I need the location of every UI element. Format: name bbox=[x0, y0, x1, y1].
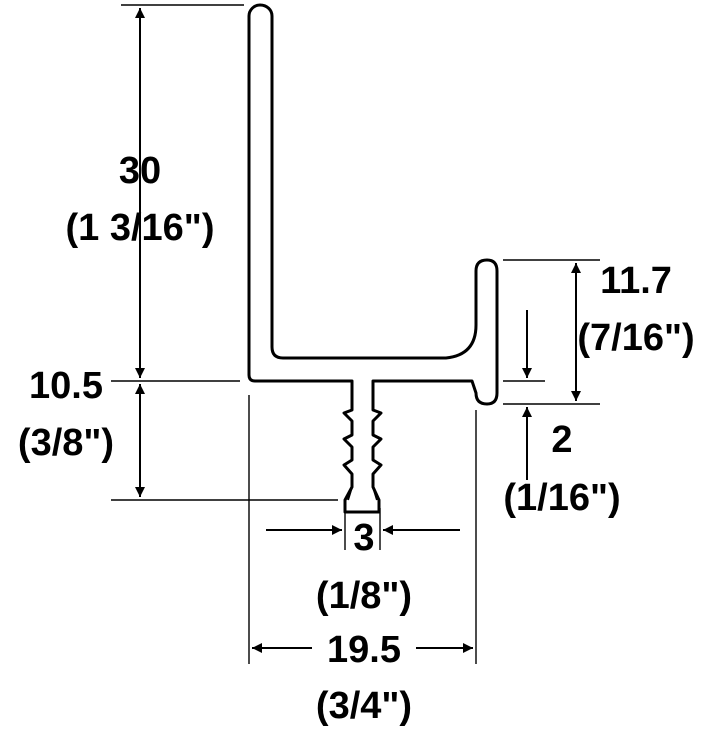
dim-lip-thickness-value: 2 bbox=[551, 419, 572, 461]
dim-height-total-value: 30 bbox=[119, 150, 161, 192]
dim-tongue-width-inch: (1/8") bbox=[316, 575, 412, 617]
dim-width-total-inch: (3/4") bbox=[316, 685, 412, 727]
dimension-lines bbox=[135, 7, 581, 653]
dim-height-base-value: 10.5 bbox=[29, 365, 103, 407]
dim-lip-thickness-inch: (1/16") bbox=[503, 477, 620, 519]
dim-width-total-value: 19.5 bbox=[327, 629, 401, 671]
dimension-labels: 30 (1 3/16") 10.5 (3/8") 11.7 (7/16") 2 … bbox=[18, 150, 695, 727]
extension-lines bbox=[111, 4, 600, 664]
dim-tongue-width-value: 3 bbox=[353, 517, 374, 559]
dim-height-base-inch: (3/8") bbox=[18, 422, 114, 464]
dim-height-lip-value: 11.7 bbox=[600, 260, 672, 302]
dim-height-total-inch: (1 3/16") bbox=[66, 207, 215, 249]
tongue-detail-line bbox=[347, 486, 378, 501]
dim-height-lip-inch: (7/16") bbox=[577, 317, 694, 359]
profile-outline bbox=[247, 3, 499, 514]
